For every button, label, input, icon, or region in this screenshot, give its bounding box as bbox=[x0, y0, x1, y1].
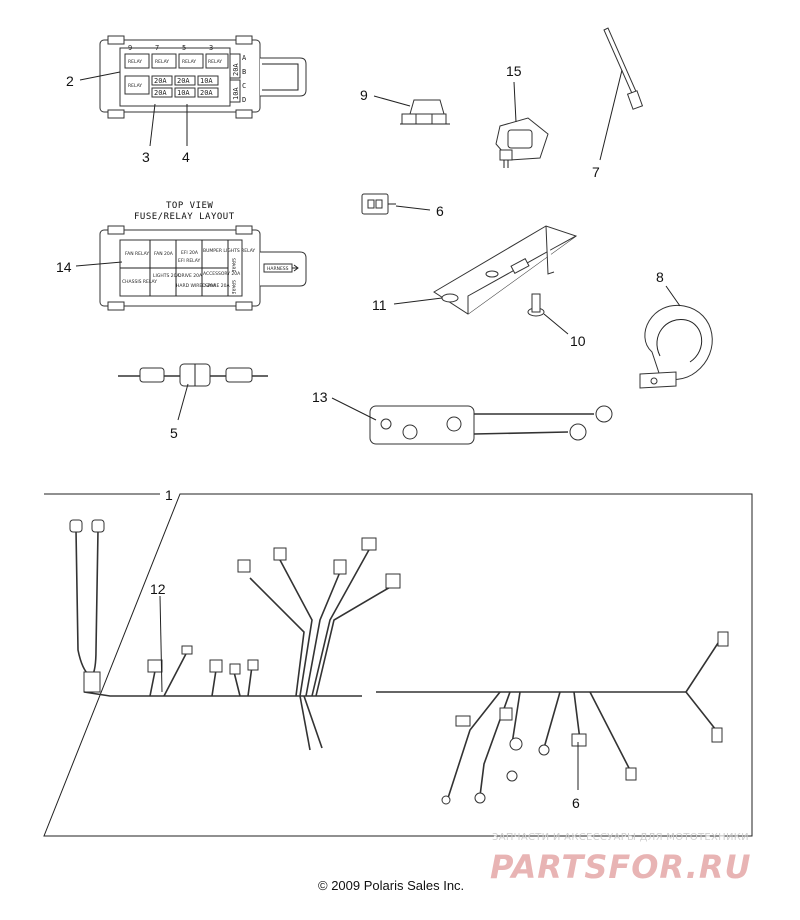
fuse-col-9: 9 bbox=[128, 44, 132, 52]
fuse-value: 20A bbox=[154, 89, 167, 97]
bracket bbox=[433, 225, 578, 315]
relay-label: RELAY bbox=[128, 59, 142, 65]
callout-5: 5 bbox=[170, 425, 178, 441]
fuse-row-b: B bbox=[242, 68, 246, 76]
inline-fuse-holder bbox=[118, 363, 268, 387]
screw bbox=[527, 293, 545, 317]
fuse-box-top: 9 7 5 3 A B C D RELAY RELAY RELAY RELAY … bbox=[99, 35, 307, 119]
main-harness bbox=[69, 519, 729, 805]
fuse-relay-layout: FAN RELAY CHASSIS RELAY FAN 20A LIGHTS 2… bbox=[99, 225, 307, 311]
layout-cell: EFI RELAY bbox=[178, 258, 200, 264]
layout-cell: FAN 20A bbox=[154, 251, 174, 257]
fuse-value: 10A bbox=[200, 77, 213, 85]
connector-9 bbox=[400, 99, 450, 125]
harness-arrow-label: HARNESS bbox=[267, 266, 289, 272]
layout-cell: BUMPER LIGHTS RELAY bbox=[203, 248, 255, 254]
fuse-side-value: 20A bbox=[232, 63, 240, 76]
callout-11: 11 bbox=[372, 297, 387, 313]
harness-frame bbox=[43, 493, 753, 837]
layout-cell: SPARE bbox=[230, 280, 236, 294]
layout-cell: HARD WIRED 20A bbox=[176, 283, 217, 289]
copyright-notice: © 2009 Polaris Sales Inc. bbox=[318, 878, 464, 893]
connector-15 bbox=[495, 117, 549, 168]
layout-cell: FAN RELAY bbox=[125, 251, 149, 257]
callout-14: 14 bbox=[56, 259, 72, 275]
cable-clamp bbox=[639, 304, 713, 389]
layout-title-line1: TOP VIEW bbox=[166, 201, 213, 211]
watermark-tagline: ЗАПЧАСТИ И АКСЕССУАРЫ ДЛЯ МОТОТЕХНИКИ bbox=[492, 832, 749, 843]
fuse-value: 20A bbox=[177, 77, 190, 85]
relay-label: RELAY bbox=[128, 83, 142, 89]
callout-9: 9 bbox=[360, 87, 368, 103]
watermark-brand: PARTSFOR.RU bbox=[490, 848, 751, 886]
fuse-side-value: 10A bbox=[232, 87, 240, 100]
callout-6-top: 6 bbox=[436, 203, 444, 219]
callout-8: 8 bbox=[656, 269, 664, 285]
layout-cell: DRIVE 20A bbox=[178, 273, 203, 279]
callout-1: 1 bbox=[165, 487, 173, 503]
fuse-value: 20A bbox=[200, 89, 213, 97]
callout-10: 10 bbox=[570, 333, 586, 349]
relay-label: RELAY bbox=[208, 59, 222, 65]
callout-12: 12 bbox=[150, 581, 166, 597]
callout-4: 4 bbox=[182, 149, 190, 165]
fuse-row-a: A bbox=[242, 54, 247, 62]
layout-cell: SPARE bbox=[230, 258, 236, 272]
callout-3: 3 bbox=[142, 149, 150, 165]
callout-15: 15 bbox=[506, 63, 522, 79]
connector-6 bbox=[361, 193, 396, 215]
callout-2: 2 bbox=[66, 73, 74, 89]
layout-title-line2: FUSE/RELAY LAYOUT bbox=[134, 212, 235, 222]
layout-cell: SPARE 20A bbox=[205, 283, 230, 289]
fuse-row-c: C bbox=[242, 82, 246, 90]
layout-cell: CHASSIS RELAY bbox=[122, 279, 157, 285]
callout-6-bottom: 6 bbox=[572, 795, 580, 811]
callout-13: 13 bbox=[312, 389, 328, 405]
layout-cell: LIGHTS 20A bbox=[153, 273, 180, 279]
fuse-value: 20A bbox=[154, 77, 167, 85]
fuse-col-7: 7 bbox=[155, 44, 159, 52]
layout-cell: ACCESSORY 20A bbox=[203, 271, 241, 277]
fuse-value: 10A bbox=[177, 89, 190, 97]
layout-cell: EFI 20A bbox=[181, 250, 199, 256]
cable-tie bbox=[603, 27, 644, 110]
relay-label: RELAY bbox=[155, 59, 169, 65]
fuse-row-d: D bbox=[242, 96, 246, 104]
callout-7: 7 bbox=[592, 164, 600, 180]
relay-label: RELAY bbox=[182, 59, 196, 65]
fuse-col-3: 3 bbox=[209, 44, 213, 52]
ground-strap bbox=[369, 405, 613, 445]
fuse-col-5: 5 bbox=[182, 44, 186, 52]
